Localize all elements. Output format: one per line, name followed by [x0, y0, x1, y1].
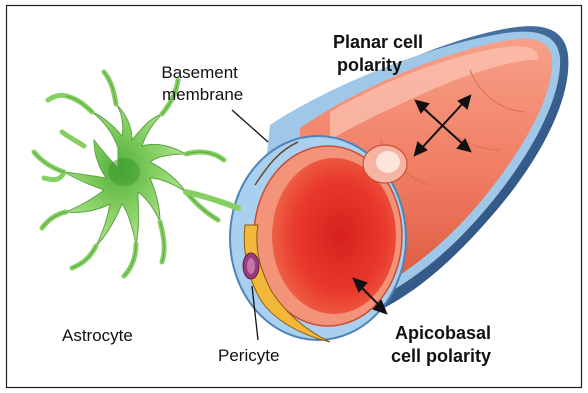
- label-astrocyte: Astrocyte: [62, 325, 133, 347]
- label-basement-membrane-line1: Basement: [156, 62, 243, 84]
- label-basement-membrane-line2: membrane: [156, 84, 243, 106]
- astrocyte-nucleus: [108, 158, 140, 186]
- leader-basement-membrane: [232, 110, 268, 142]
- label-planar-line2: polarity: [333, 54, 423, 77]
- label-planar-line1: Planar cell: [333, 31, 423, 54]
- label-planar-cell-polarity: Planar cell polarity: [333, 31, 423, 77]
- label-apicobasal-line1: Apicobasal: [391, 322, 491, 345]
- label-pericyte: Pericyte: [218, 345, 279, 367]
- label-apicobasal-cell-polarity: Apicobasal cell polarity: [391, 322, 491, 368]
- label-apicobasal-line2: cell polarity: [391, 345, 491, 368]
- label-basement-membrane: Basement membrane: [156, 62, 243, 106]
- endothelial-nucleus: [376, 151, 400, 173]
- pericyte-nucleus-inner: [247, 258, 255, 274]
